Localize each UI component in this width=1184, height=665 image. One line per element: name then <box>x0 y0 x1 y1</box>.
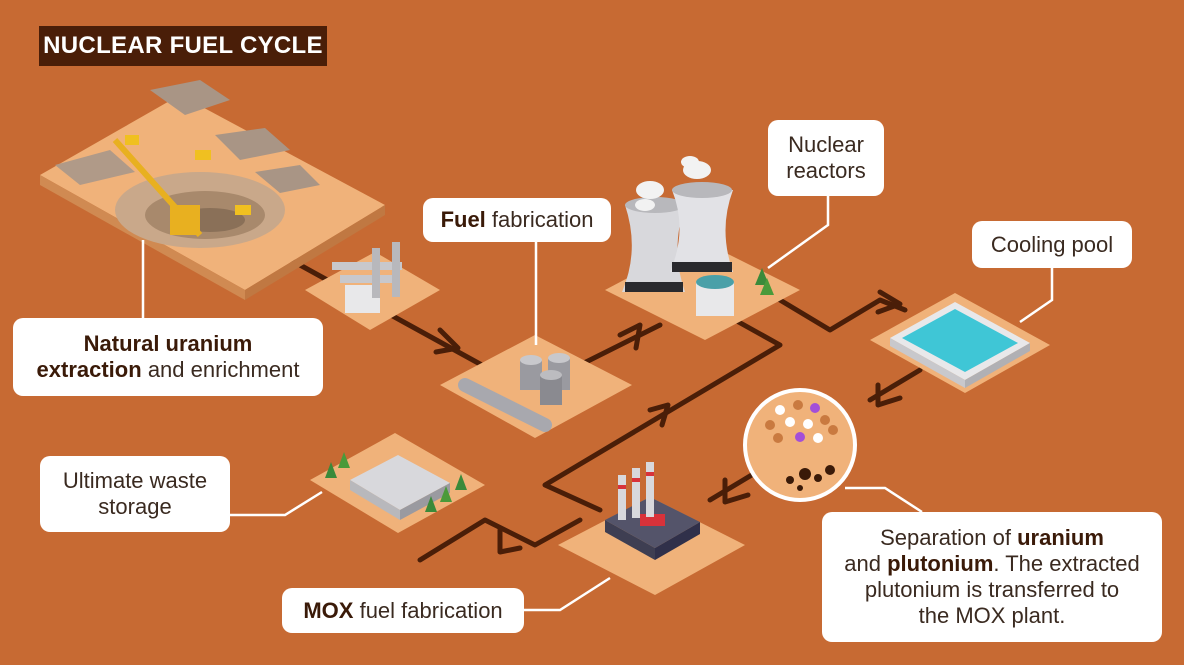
leader-separation <box>845 486 923 514</box>
fuel-fabrication-illustration <box>440 335 632 438</box>
arrow-reactor-to-pool <box>777 297 908 333</box>
label-fuel-fabrication: Fuel fabrication <box>423 198 611 242</box>
label-reactors: Nuclear reactors <box>768 120 884 196</box>
cooling-pool-illustration <box>870 293 1050 393</box>
label-extraction-rest: and enrichment <box>147 357 300 382</box>
label-cooling-pool-text: Cooling pool <box>990 231 1114 257</box>
label-extraction-bold: Natural uranium <box>83 331 253 356</box>
page-title: NUCLEAR FUEL CYCLE <box>39 26 327 66</box>
label-fuel-rest: fabrication <box>491 207 594 232</box>
reactor-illustration <box>605 156 800 340</box>
label-sep-b2: plutonium <box>887 551 994 576</box>
mine-illustration <box>40 80 385 300</box>
label-separation: Separation of uranium and plutonium. The… <box>822 512 1162 642</box>
label-reactors-line2: reactors <box>786 158 866 183</box>
label-waste-storage: Ultimate waste storage <box>40 456 230 532</box>
arrowhead-5 <box>722 477 751 505</box>
enrichment-plant-illustration <box>305 242 440 330</box>
label-sep-t1: Separation of <box>880 525 1011 550</box>
arrowhead-4 <box>875 382 903 408</box>
leader-pool <box>1019 268 1054 324</box>
label-waste-line1: Ultimate waste <box>62 468 208 493</box>
leader-waste <box>230 490 323 517</box>
label-sep-line3: plutonium is transferred to <box>864 577 1120 602</box>
label-mox-bold: MOX <box>303 597 354 623</box>
separation-illustration <box>743 388 857 502</box>
label-fuel-bold: Fuel <box>440 207 486 232</box>
arrowhead-1 <box>433 327 461 355</box>
leader-lines <box>141 195 1054 612</box>
label-sep-t2: and <box>844 551 881 576</box>
arrow-mox-to-waste <box>417 517 583 563</box>
label-mox-rest: fuel fabrication <box>359 597 503 623</box>
leader-mox <box>524 576 611 612</box>
arrow-heads <box>433 289 903 555</box>
arrowhead-2 <box>617 322 643 351</box>
label-reactors-line1: Nuclear <box>788 132 864 157</box>
label-sep-t3: . The extracted <box>993 551 1140 576</box>
leader-reactors <box>767 195 830 270</box>
label-sep-line4: the MOX plant. <box>918 603 1066 628</box>
label-extraction: Natural uranium extraction and enrichmen… <box>13 318 323 396</box>
arrow-fabrication-to-reactor <box>577 322 663 368</box>
label-waste-line2: storage <box>98 494 172 519</box>
label-sep-b1: uranium <box>1017 525 1104 550</box>
mox-plant-illustration <box>558 462 745 595</box>
arrowhead-3 <box>875 289 903 315</box>
label-cooling-pool: Cooling pool <box>972 221 1132 268</box>
arrowhead-6 <box>647 402 671 428</box>
label-mox: MOX fuel fabrication <box>282 588 524 633</box>
label-extraction-bold2: extraction <box>36 357 142 382</box>
arrowhead-7 <box>497 527 523 555</box>
waste-storage-illustration <box>310 433 485 533</box>
